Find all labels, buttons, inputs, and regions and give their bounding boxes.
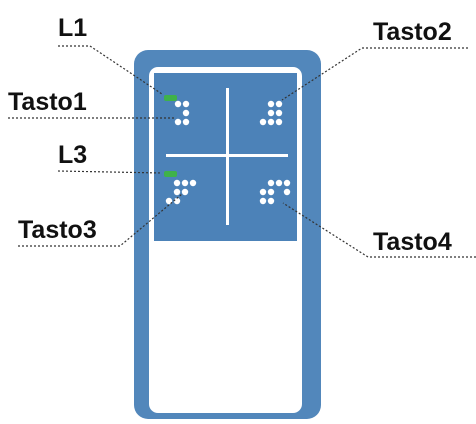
leader-line-l1 bbox=[58, 45, 163, 95]
label-l1: L1 bbox=[58, 14, 87, 42]
led-l1 bbox=[164, 95, 177, 101]
tasto4-braille-dots bbox=[259, 179, 291, 205]
label-tasto3: Tasto3 bbox=[18, 216, 97, 244]
leader-line-tasto4 bbox=[282, 202, 476, 258]
label-tasto2: Tasto2 bbox=[373, 18, 452, 46]
key-tasto4[interactable] bbox=[259, 179, 291, 205]
key-tasto3[interactable] bbox=[165, 179, 197, 205]
horizontal-divider bbox=[166, 154, 288, 157]
tasto2-braille-dots bbox=[259, 100, 283, 126]
led-l3 bbox=[164, 171, 177, 177]
key-tasto1[interactable] bbox=[174, 100, 190, 126]
leader-line-l3 bbox=[57, 170, 163, 174]
key-tasto2[interactable] bbox=[259, 100, 283, 126]
leader-line-tasto2 bbox=[281, 47, 468, 101]
label-tasto1: Tasto1 bbox=[8, 88, 87, 116]
tasto1-braille-dots bbox=[174, 100, 190, 126]
tasto3-braille-dots bbox=[165, 179, 197, 205]
label-tasto4: Tasto4 bbox=[373, 228, 452, 256]
label-l3: L3 bbox=[58, 141, 87, 169]
leader-line-tasto3 bbox=[18, 193, 183, 247]
